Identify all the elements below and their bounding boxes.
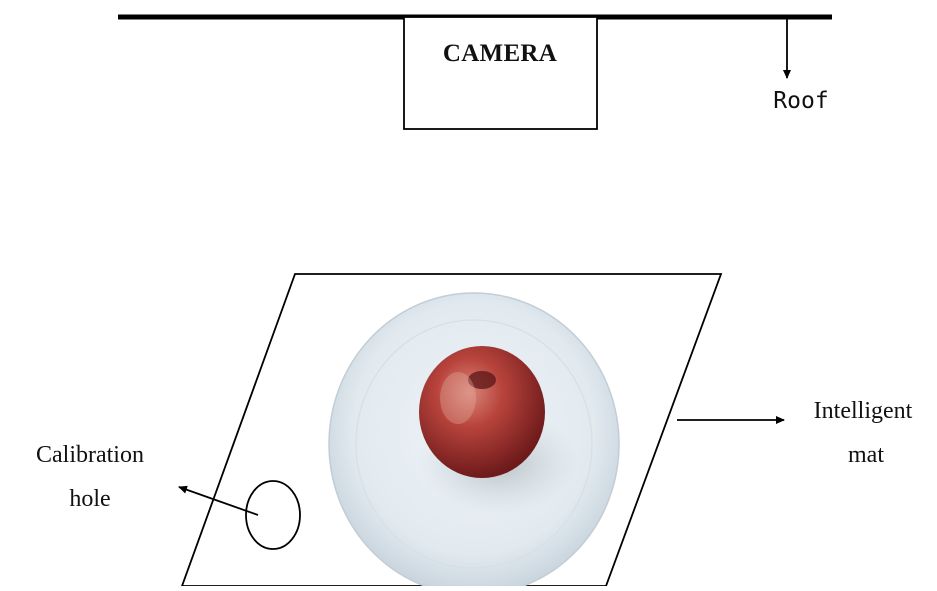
mat-label-line2: mat (848, 442, 884, 468)
roof-label: Roof (773, 88, 828, 114)
camera-label: CAMERA (443, 40, 557, 67)
calibration-label-line2: hole (69, 486, 110, 512)
camera-box: CAMERA (404, 17, 597, 129)
calibration-arrow (179, 487, 258, 515)
calibration-hole (246, 481, 300, 549)
mat-label-line1: Intelligent (814, 398, 913, 424)
apple (419, 346, 545, 478)
calibration-label-line1: Calibration (36, 442, 144, 468)
